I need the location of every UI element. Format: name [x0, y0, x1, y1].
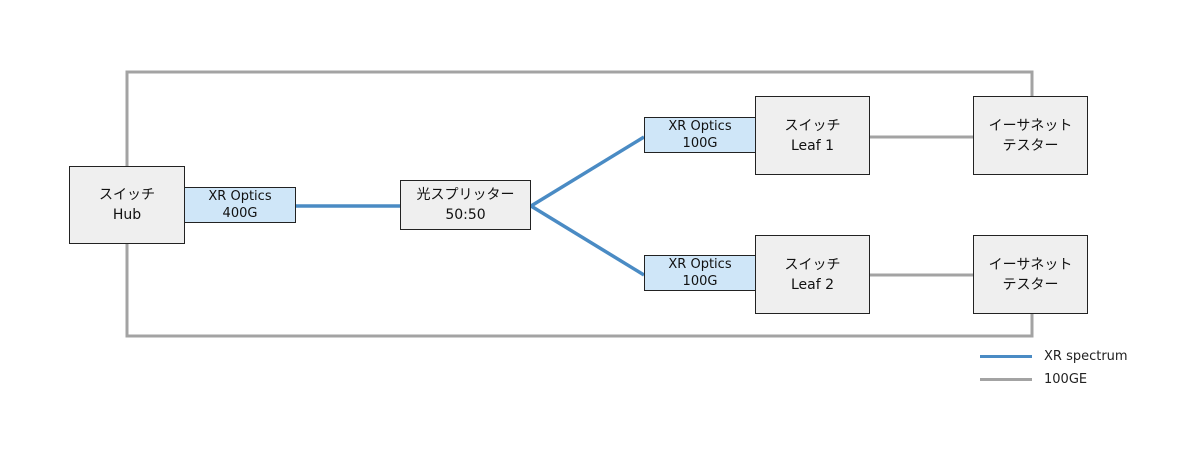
xr-link-splitter-leaf2: [530, 204, 645, 277]
ethernet-tester-1: イーサネット テスター: [973, 96, 1088, 175]
switch-leaf1-name: Leaf 1: [790, 137, 835, 154]
switch-hub: スイッチ Hub: [69, 166, 185, 244]
optical-splitter-label: 光スプリッター: [416, 187, 515, 203]
switch-leaf2-type: スイッチ: [784, 256, 841, 273]
ethernet-tester-1-line1: イーサネット: [988, 117, 1073, 134]
xr-optics-leaf2: XR Optics 100G: [644, 255, 756, 291]
legend-100ge-swatch: [980, 378, 1032, 381]
switch-leaf2: スイッチ Leaf 2: [755, 235, 870, 314]
xr-optics-leaf1-label: XR Optics: [668, 119, 732, 134]
ge-link-hub-tester2: [125, 244, 1034, 338]
xr-optics-leaf2-rate: 100G: [682, 274, 718, 289]
ge-link-hub-tester1: [125, 70, 1034, 166]
switch-hub-name: Hub: [112, 207, 142, 223]
legend-xr-spectrum-label: XR spectrum: [1044, 349, 1128, 364]
xr-optics-hub-rate: 400G: [222, 206, 258, 221]
xr-optics-leaf2-label: XR Optics: [668, 257, 732, 272]
xr-optics-leaf1: XR Optics 100G: [644, 117, 756, 153]
switch-leaf1: スイッチ Leaf 1: [755, 96, 870, 175]
legend-100ge-label: 100GE: [1044, 372, 1088, 387]
switch-leaf2-name: Leaf 2: [790, 276, 835, 293]
xr-optics-hub-label: XR Optics: [208, 189, 272, 204]
optical-splitter-ratio: 50:50: [445, 207, 486, 223]
xr-optics-hub: XR Optics 400G: [184, 187, 296, 223]
switch-leaf1-type: スイッチ: [784, 117, 841, 134]
xr-optics-leaf1-rate: 100G: [682, 136, 718, 151]
legend-xr-spectrum-swatch: [980, 355, 1032, 358]
optical-splitter: 光スプリッター 50:50: [400, 180, 531, 230]
ethernet-tester-2-line2: テスター: [1002, 276, 1059, 293]
xr-link-splitter-leaf1: [530, 135, 645, 208]
switch-hub-type: スイッチ: [99, 187, 155, 203]
legend-xr-spectrum: XR spectrum: [980, 349, 1128, 364]
ethernet-tester-2: イーサネット テスター: [973, 235, 1088, 314]
ethernet-tester-2-line1: イーサネット: [988, 256, 1073, 273]
legend-100ge: 100GE: [980, 372, 1087, 387]
ethernet-tester-1-line2: テスター: [1002, 137, 1059, 154]
